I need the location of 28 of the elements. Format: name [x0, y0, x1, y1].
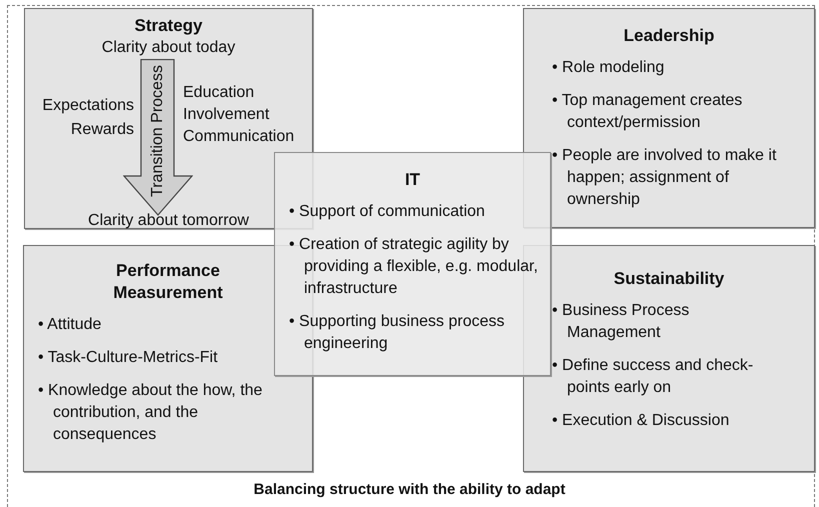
- card-heading: Sustainability: [612, 268, 726, 290]
- card: [523, 8, 815, 228]
- card-text: Expectations: [42, 96, 134, 116]
- card-text: Involvement: [183, 105, 270, 125]
- caption: Balancing structure with the ability to adapt: [254, 481, 566, 498]
- bullet-item: • Attitude: [38, 315, 102, 335]
- card-text: Rewards: [70, 120, 134, 140]
- bullet-item: • Business Process Management: [552, 301, 690, 343]
- arrow-label: Transition Process: [148, 65, 167, 197]
- bullet-item: • Support of communication: [289, 202, 486, 222]
- bullet-item: • Creation of strategic agility by providing a flexible, e.g. modular, infrastructure: [289, 235, 539, 299]
- bullet-item: • Top management creates context/permission: [552, 91, 744, 133]
- card-text: Communication: [183, 127, 294, 147]
- card-text: Education: [183, 83, 254, 103]
- bullet-item: • Role modeling: [552, 58, 666, 78]
- bullet-item: • Define success and check-points early on: [552, 356, 754, 398]
- card-text: Clarity about tomorrow: [88, 211, 249, 231]
- card-text: Clarity about today: [102, 38, 236, 58]
- bullet-item: • Execution & Discussion: [552, 411, 730, 431]
- bullet-item: • Knowledge about the how, the contribution, and the consequences: [38, 381, 264, 445]
- bullet-item: • Supporting business process engineering: [289, 312, 506, 354]
- card-heading: Performance Measurement: [112, 260, 224, 304]
- card-heading: Strategy: [134, 15, 203, 37]
- bullet-item: • Task-Culture-Metrics-Fit: [38, 348, 219, 368]
- card-heading: Leadership: [622, 25, 716, 47]
- card-heading: IT: [404, 169, 422, 191]
- card: [274, 152, 551, 376]
- bullet-item: • People are involved to make it happen; assignment of ownership: [552, 146, 777, 210]
